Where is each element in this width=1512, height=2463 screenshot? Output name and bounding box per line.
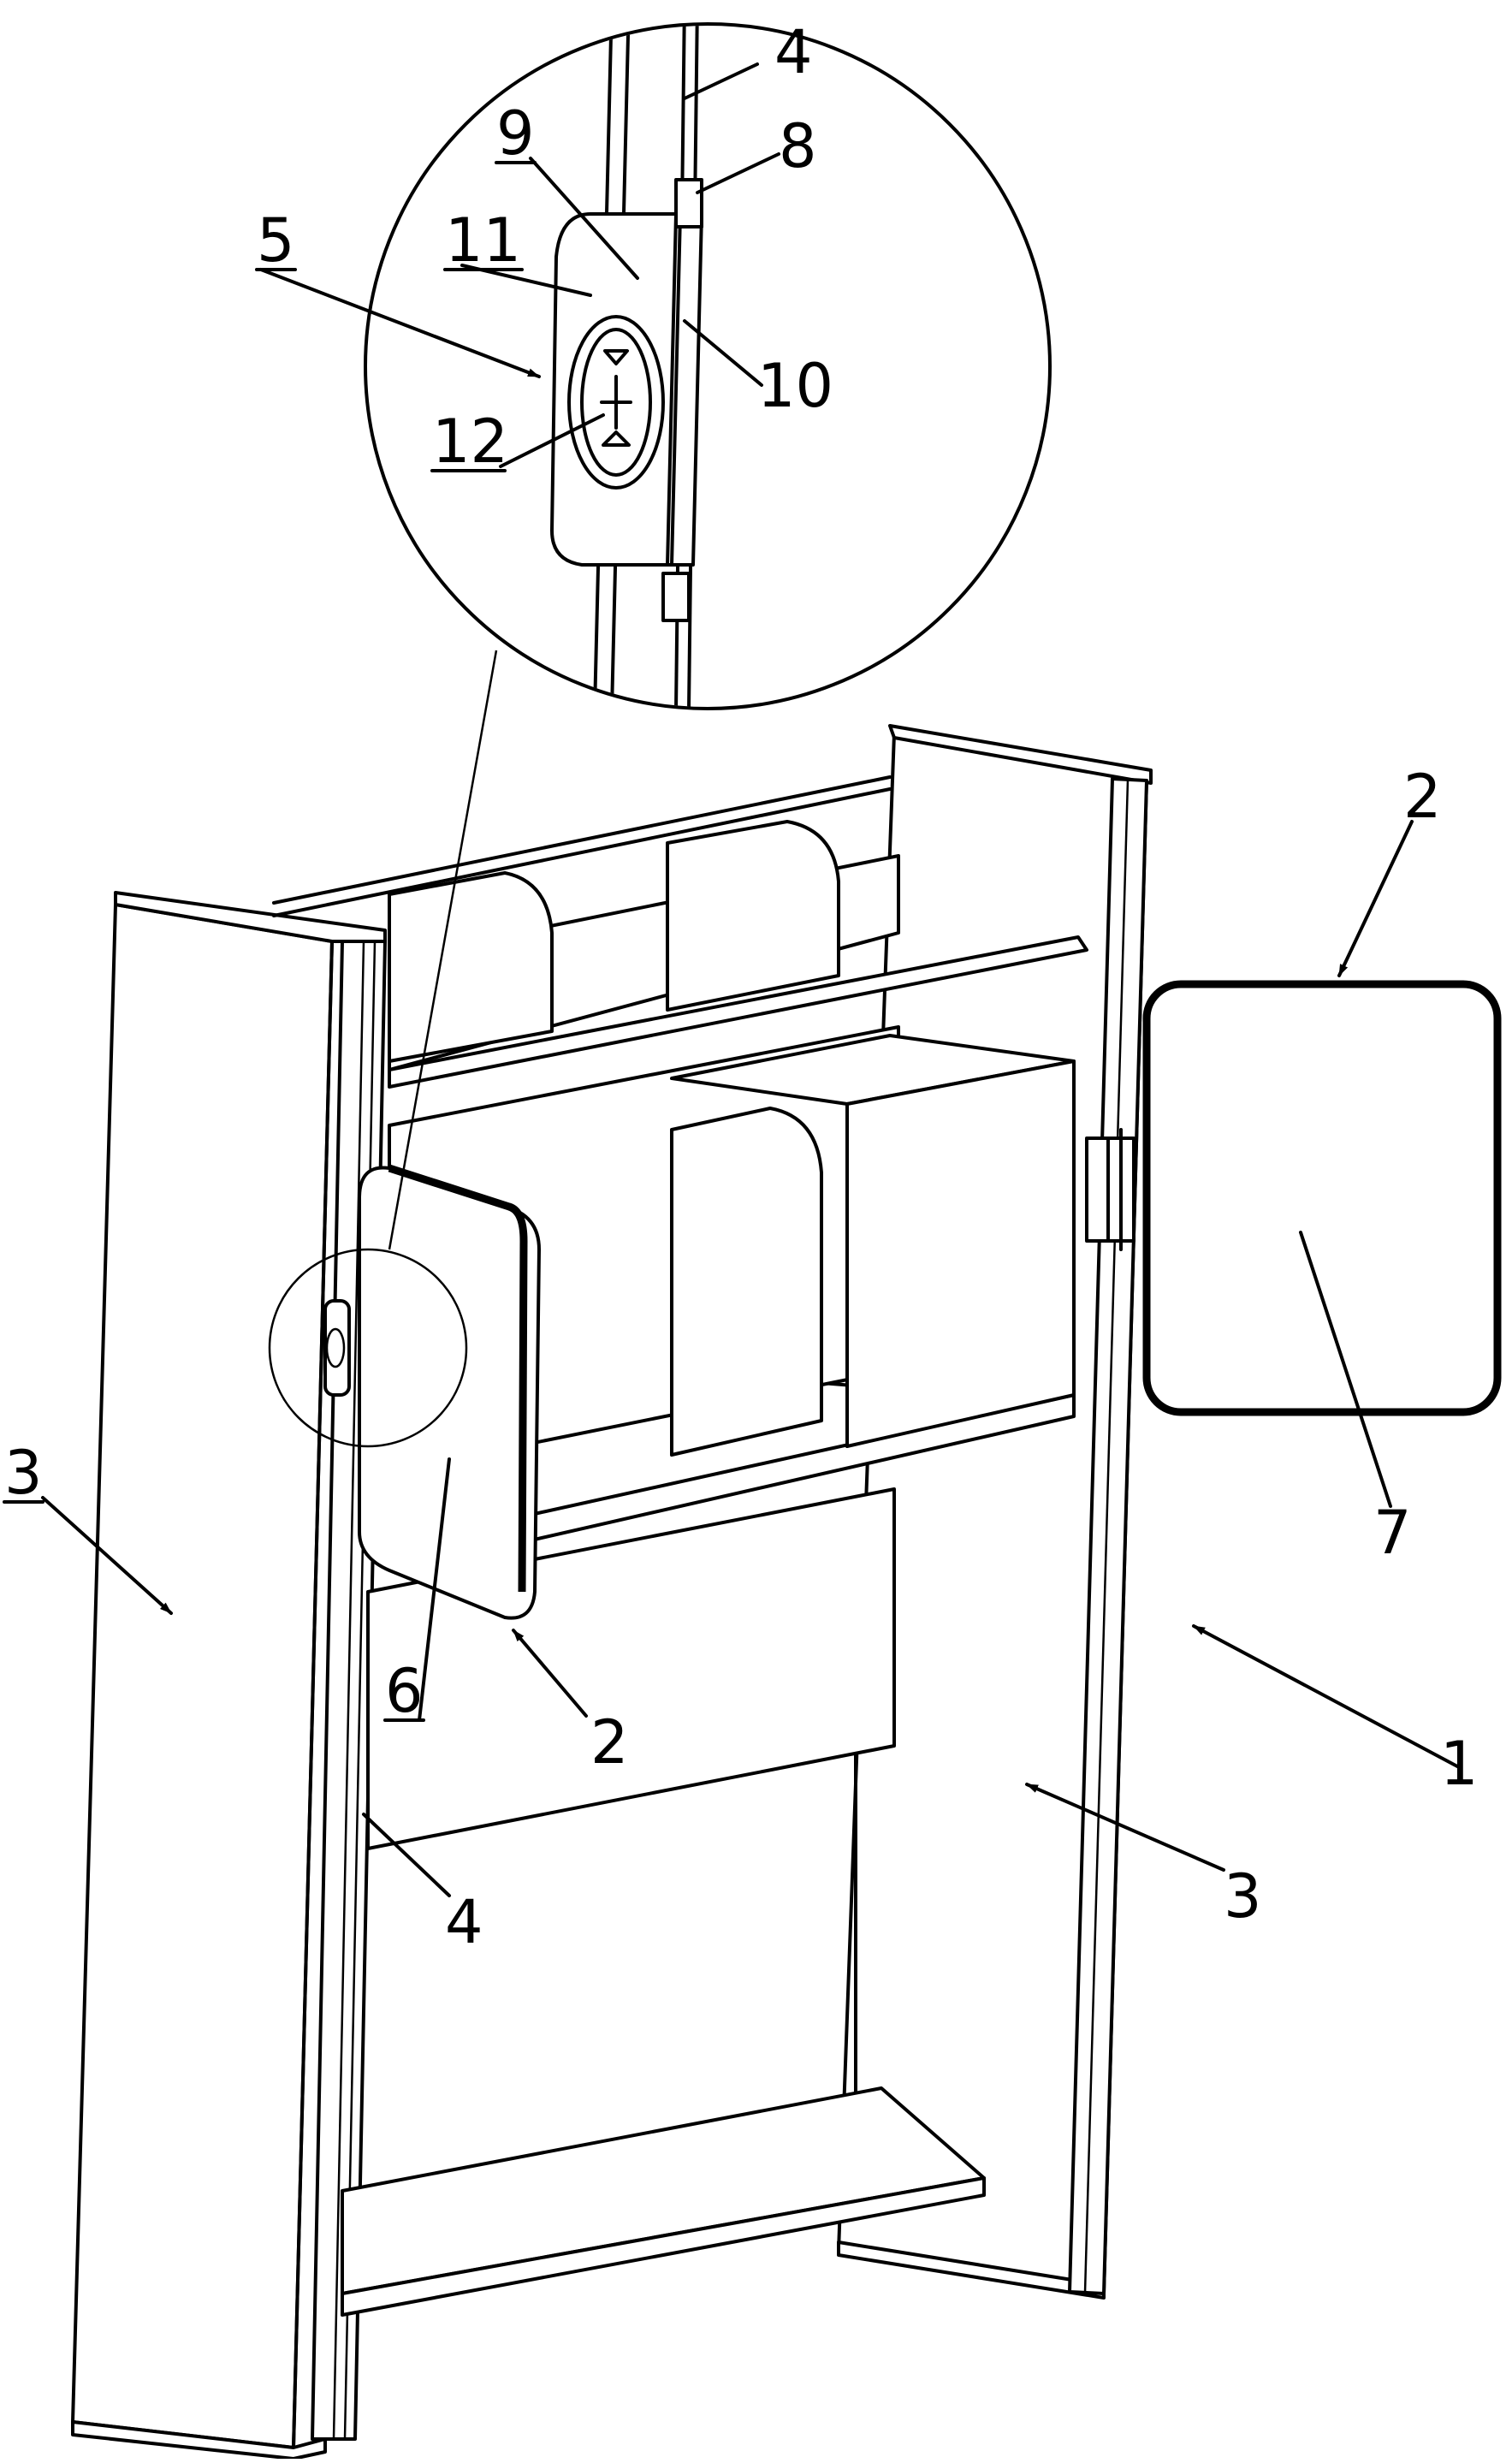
label-10: 10 — [757, 351, 833, 421]
label-12: 12 — [432, 407, 508, 477]
divider-middle — [672, 1108, 821, 1455]
label-11: 11 — [445, 205, 521, 276]
door-7 — [1087, 984, 1497, 1412]
label-3-left: 3 — [4, 1438, 43, 1508]
label-2-right: 2 — [1403, 762, 1442, 832]
divider-top-left — [389, 873, 552, 1061]
door-6 — [359, 1167, 539, 1617]
detail-view — [365, 0, 1050, 710]
label-8: 8 — [779, 111, 817, 181]
label-2-bottom: 2 — [590, 1707, 629, 1778]
label-6: 6 — [385, 1656, 424, 1726]
label-9: 9 — [496, 98, 535, 169]
label-3-right: 3 — [1224, 1861, 1262, 1932]
label-5: 5 — [257, 205, 295, 276]
label-4-top: 4 — [774, 17, 813, 87]
label-7: 7 — [1373, 1498, 1412, 1568]
label-1: 1 — [1440, 1729, 1479, 1799]
box-front — [847, 1061, 1074, 1446]
label-4-bottom: 4 — [445, 1887, 483, 1957]
divider-top-right — [667, 822, 839, 1010]
